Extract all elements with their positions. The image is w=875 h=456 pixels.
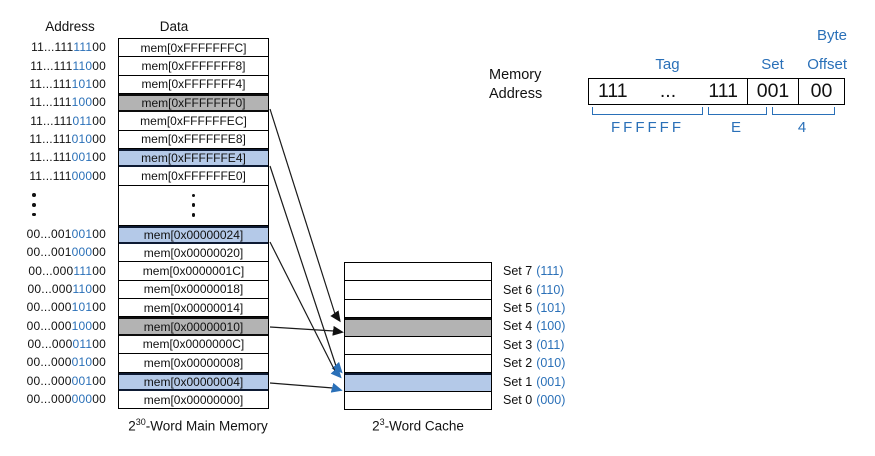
memory-cell: mem[0x00000020] — [119, 244, 268, 263]
cache-set-labels: Set 7(111) Set 6(110) Set 5(101) Set 4(1… — [503, 262, 613, 409]
set-field-label: Set — [761, 56, 784, 73]
hex-value-low: 4 — [797, 119, 810, 136]
arrow-00000010-to-set4 — [269, 325, 344, 336]
memory-cell: mem[0x00000004] — [119, 372, 268, 391]
arrow-00000024-to-set1 — [269, 241, 342, 379]
address-bit-fields: 111 ... 111 001 00 — [588, 78, 845, 105]
memory-cell: mem[0x00000010] — [119, 317, 268, 336]
offset-bits-field: 00 — [810, 80, 833, 102]
memory-cell: mem[0x00000008] — [119, 354, 268, 373]
memory-cell: mem[0x00000024] — [119, 225, 268, 245]
cache-set-row — [345, 318, 491, 337]
cache-set-label: Set 0(000) — [503, 392, 566, 407]
cache-caption: 23-Word Cache — [372, 417, 464, 434]
memory-cell: mem[0xFFFFFFF4] — [119, 76, 268, 95]
cache-set-label: Set 3(011) — [503, 337, 565, 352]
memory-cell: mem[0x0000000C] — [119, 336, 268, 355]
cache-set-row — [345, 392, 491, 410]
set-bits-field: 001 — [748, 79, 799, 104]
hex-bracket-mid — [708, 107, 767, 115]
arrow-00000004-to-set1 — [269, 382, 343, 393]
hex-bracket-low — [772, 107, 835, 115]
memory-cell: mem[0x0000001C] — [119, 262, 268, 281]
cache-set-row — [345, 355, 491, 374]
cache-set-label: Set 7(111) — [503, 264, 564, 279]
memory-cell: mem[0xFFFFFFE0] — [119, 167, 268, 186]
data-column-header: Data — [159, 19, 189, 34]
cache-set-row — [345, 263, 491, 282]
main-memory-table: mem[0xFFFFFFFC] mem[0xFFFFFFF8] mem[0xFF… — [118, 38, 269, 409]
cache-set-row — [345, 281, 491, 300]
hex-bracket-tag — [592, 107, 703, 115]
cache-set-label: Set 1(001) — [503, 374, 566, 389]
cache-table — [344, 262, 492, 410]
cache-set-label: Set 4(100) — [503, 319, 566, 334]
vertical-ellipsis-icon — [119, 186, 268, 226]
main-memory-caption: 230-Word Main Memory — [128, 417, 268, 434]
byte-field-label: Byte — [816, 27, 847, 44]
cache-set-label: Set 2(010) — [503, 356, 566, 371]
memory-cell: mem[0xFFFFFFF0] — [119, 94, 268, 113]
memory-address-label: Memory Address — [489, 67, 543, 102]
memory-cell: mem[0xFFFFFFFC] — [119, 39, 268, 58]
hex-value-tag: FFFFFF — [611, 119, 684, 136]
arrow-ffffff0-to-set4 — [269, 108, 341, 323]
hex-value-mid: E — [730, 119, 744, 136]
offset-field-label: Offset — [807, 56, 847, 73]
memory-cell: mem[0xFFFFFFF8] — [119, 57, 268, 76]
memory-cell: mem[0x00000000] — [143, 393, 244, 408]
cache-set-row — [345, 337, 491, 355]
tag-field-label: Tag — [655, 56, 680, 73]
cache-set-row — [345, 373, 491, 392]
tag-bits-field: 111 ... 111 — [589, 79, 748, 104]
arrow-ffffffe4-to-set1 — [269, 165, 343, 374]
cache-set-row — [345, 300, 491, 319]
cache-set-label: Set 6(110) — [503, 282, 565, 297]
memory-cell: mem[0x00000018] — [119, 281, 268, 300]
memory-cell: mem[0xFFFFFFE4] — [119, 149, 268, 168]
memory-cell: mem[0x00000014] — [119, 299, 268, 318]
memory-cell: mem[0xFFFFFFE8] — [119, 131, 268, 150]
cache-set-label: Set 5(101) — [503, 300, 566, 315]
memory-cell: mem[0xFFFFFFEC] — [119, 112, 268, 131]
vertical-ellipsis-icon — [0, 185, 106, 225]
address-column-header: Address — [45, 19, 95, 34]
